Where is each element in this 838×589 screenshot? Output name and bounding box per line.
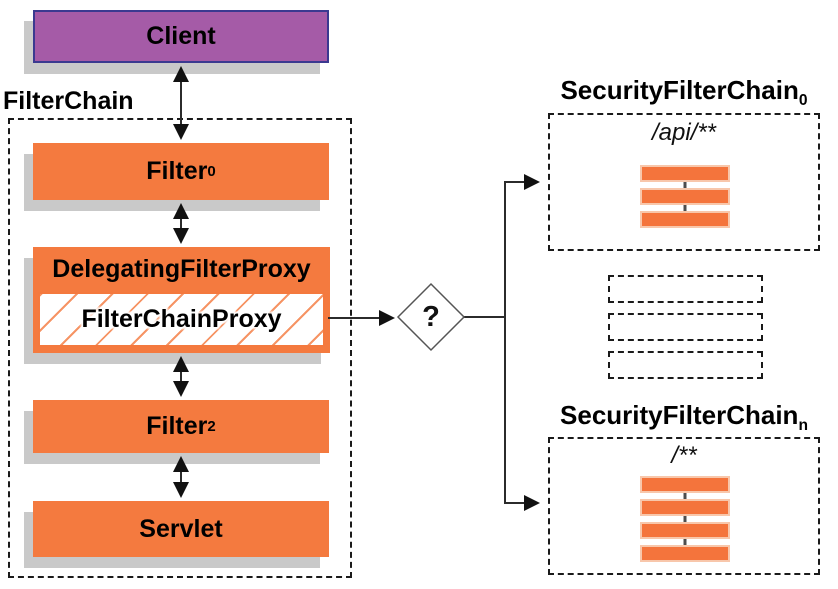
security-filter-chain-0-subscript: 0 <box>798 92 808 110</box>
security-filter-chain-0-text: SecurityFilterChain <box>560 75 799 105</box>
delegating-filter-proxy-box: DelegatingFilterProxy FilterChainProxy <box>33 247 330 353</box>
filter-bar <box>640 499 730 516</box>
security-filter-chain-n-box <box>548 437 820 575</box>
filter-bar <box>640 165 730 182</box>
unnamed-chain-box <box>608 275 763 303</box>
security-filter-chain-n-title: SecurityFilterChainn <box>548 400 820 435</box>
filter-bar <box>640 522 730 539</box>
decision-question-label: ? <box>422 300 440 333</box>
filter-chain-proxy-label: FilterChainProxy <box>81 305 282 333</box>
filter-bar <box>640 211 730 228</box>
security-filter-chain-n-filters <box>640 476 730 562</box>
filter2-label: Filter <box>146 412 208 440</box>
security-filter-chain-n-pattern: /** <box>671 442 697 469</box>
client-box: Client <box>33 10 329 63</box>
client-label: Client <box>146 22 216 50</box>
filterchain-label: FilterChain <box>3 87 134 115</box>
security-filter-chain-0-box <box>548 113 820 251</box>
arrow-to-chain0 <box>504 174 540 317</box>
arrow-to-chainn <box>504 317 540 511</box>
unnamed-chain-placeholders <box>608 275 763 389</box>
security-filter-chain-n-text: SecurityFilterChain <box>560 400 799 430</box>
filter0-subscript: 0 <box>207 163 216 180</box>
filter-bar <box>640 545 730 562</box>
security-filter-chain-0-pattern: /api/** <box>651 119 717 146</box>
security-filter-chain-n-subscript: n <box>798 417 808 435</box>
filter-bar <box>640 188 730 205</box>
unnamed-chain-box <box>608 313 763 341</box>
servlet-box: Servlet <box>33 501 329 557</box>
filter0-label: Filter <box>146 157 208 185</box>
filter-bar <box>640 476 730 493</box>
filter-chain-proxy-box: FilterChainProxy <box>38 292 325 347</box>
filter2-subscript: 2 <box>207 418 216 435</box>
delegating-filter-proxy-text: DelegatingFilterProxy <box>52 255 311 283</box>
delegating-filter-proxy-label: DelegatingFilterProxy <box>33 247 330 292</box>
security-filter-chain-0-filters <box>640 165 730 228</box>
security-filter-chain-0-title: SecurityFilterChain0 <box>548 75 820 110</box>
servlet-label: Servlet <box>139 514 223 543</box>
unnamed-chain-box <box>608 351 763 379</box>
